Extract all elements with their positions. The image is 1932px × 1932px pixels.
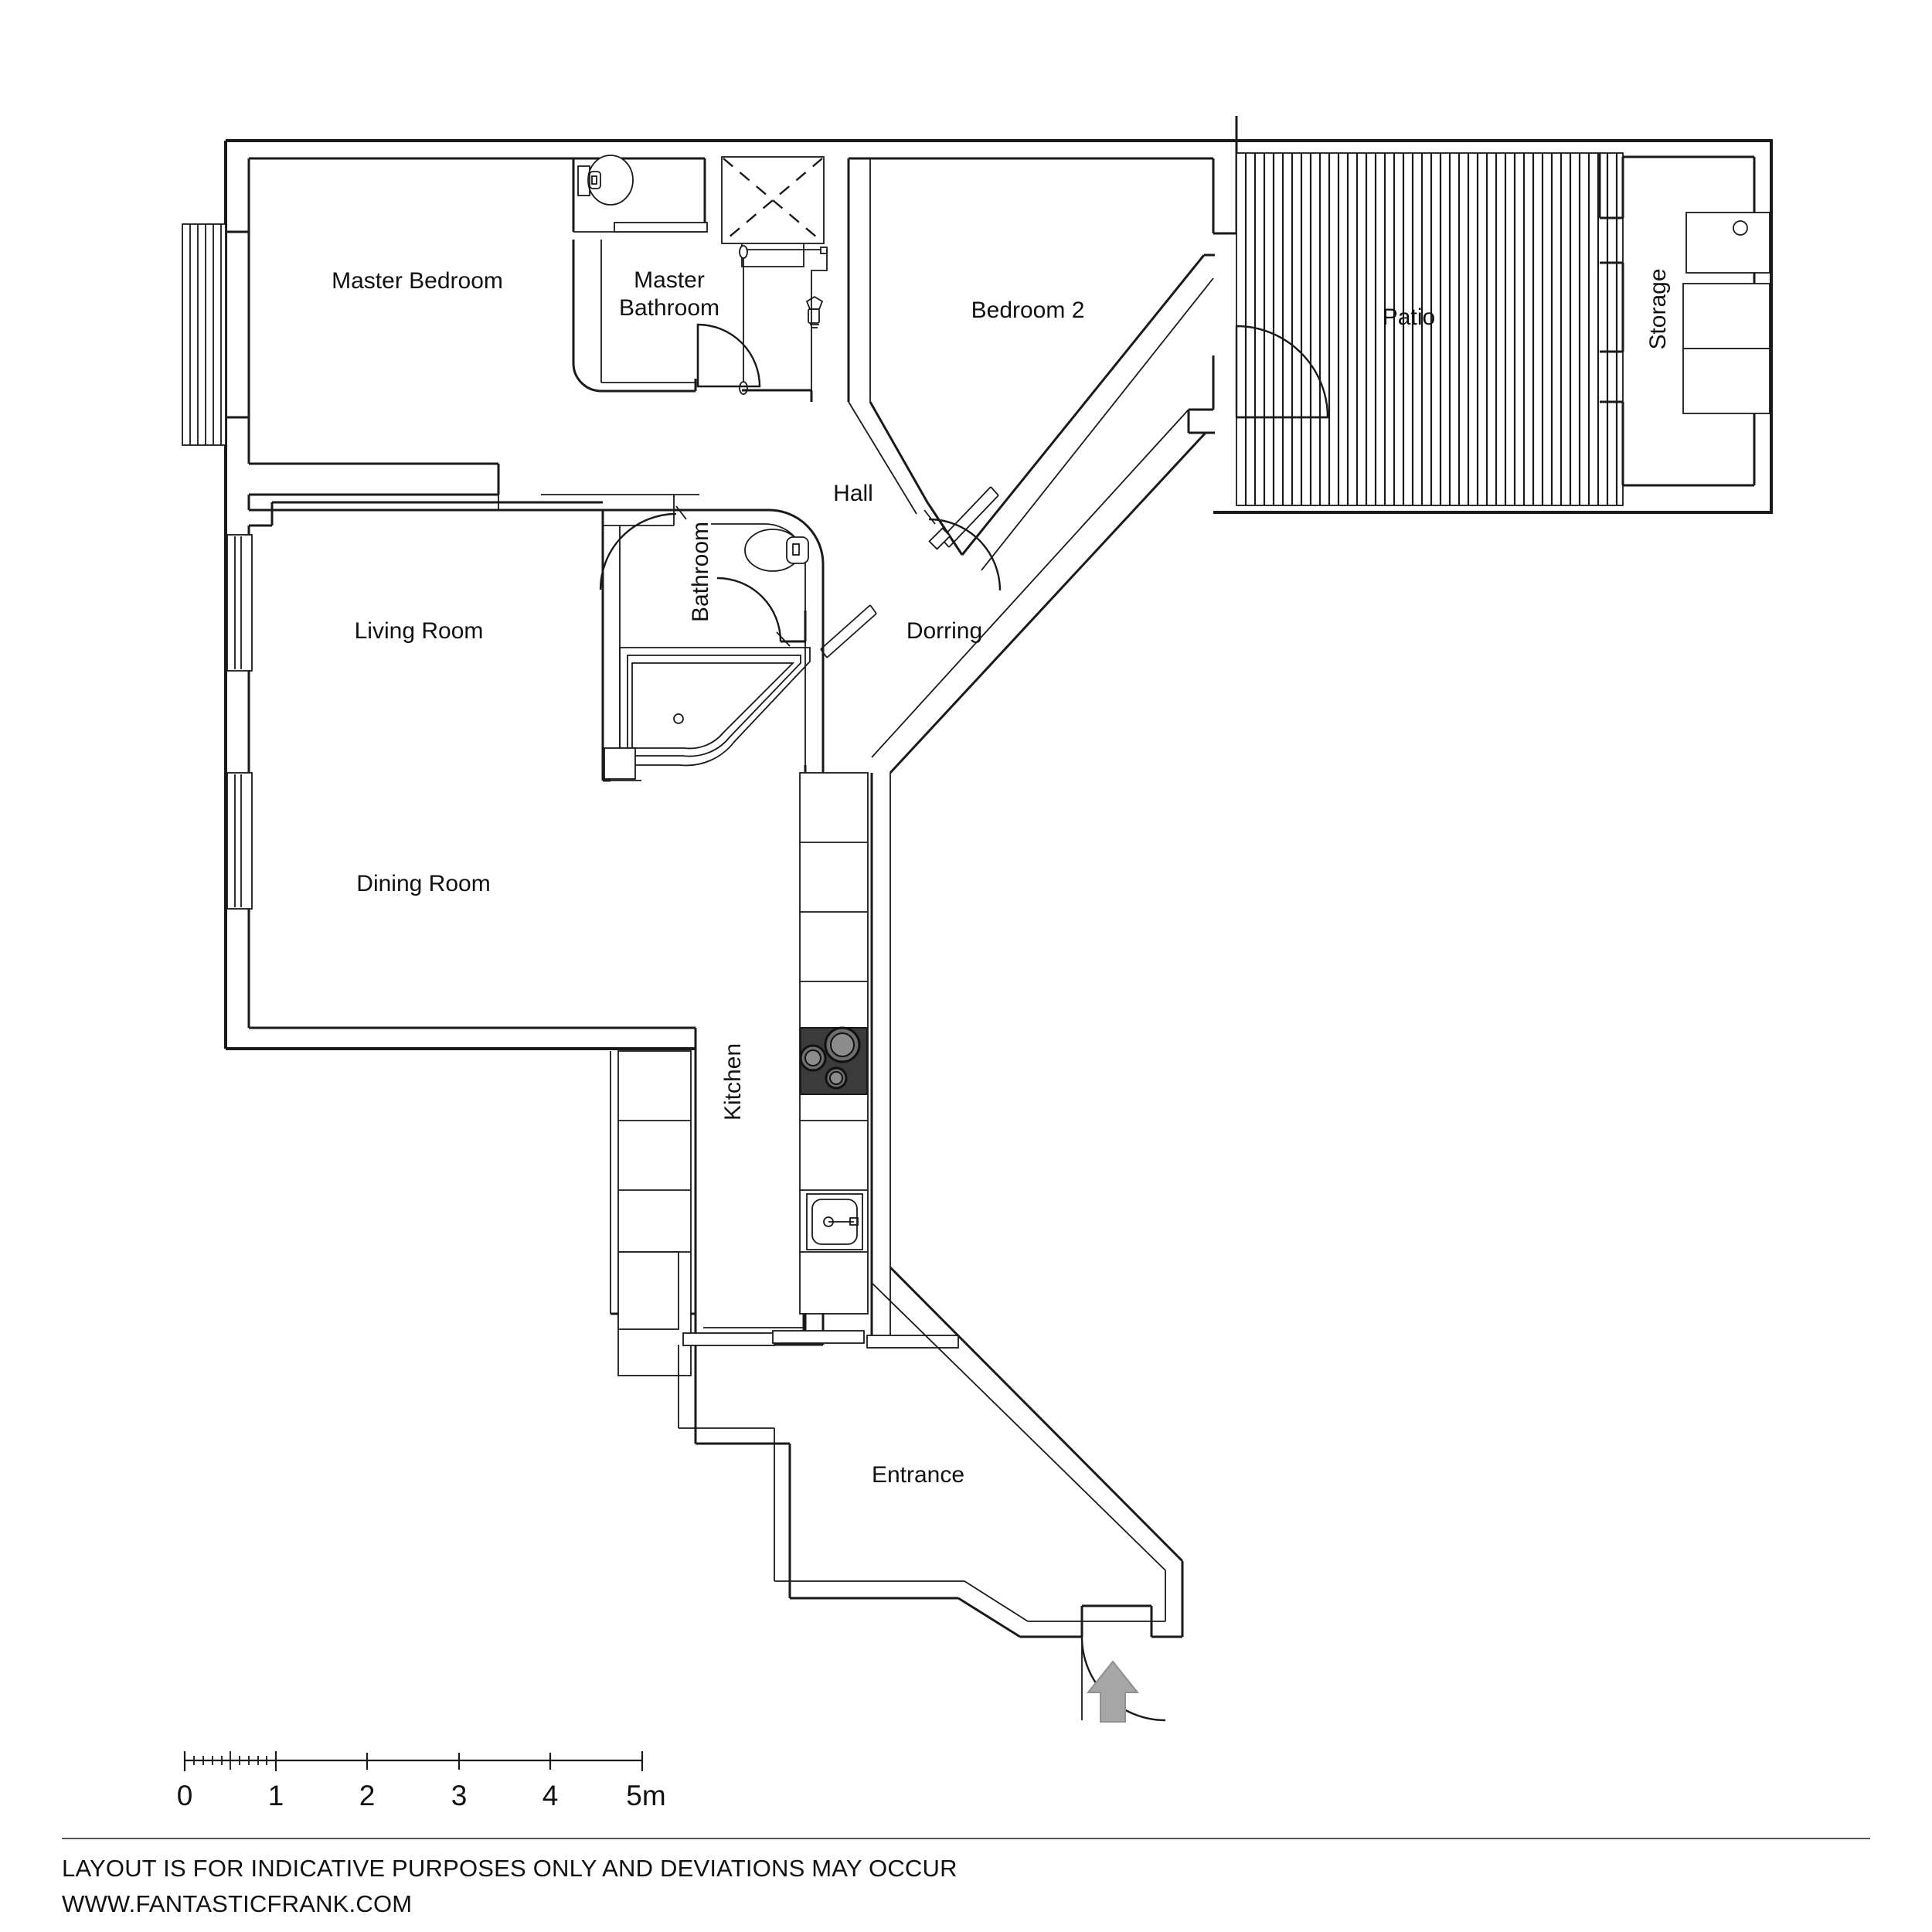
room-labels: Master Bedroom Master Bathroom Bedroom 2…	[332, 267, 1671, 1488]
master-bathroom-walls	[572, 155, 828, 402]
room-label-master-bathroom-line1: Master	[634, 267, 705, 293]
entrance-walls	[678, 1266, 1184, 1723]
appliance-icon-storage	[1685, 212, 1770, 274]
room-label-dining-room: Dining Room	[356, 871, 490, 896]
room-label-entrance: Entrance	[872, 1462, 964, 1488]
room-label-hall: Hall	[833, 481, 873, 506]
footer-url: WWW.FANTASTICFRANK.COM	[62, 1890, 413, 1917]
scale-tick-2: 2	[359, 1780, 376, 1811]
lower-cabinetry	[610, 1028, 959, 1376]
scale-bar: 0 1 2 3 4 5m	[177, 1751, 666, 1811]
room-label-kitchen: Kitchen	[720, 1043, 746, 1121]
scale-tick-0: 0	[177, 1780, 193, 1811]
bedroom2-walls	[847, 116, 1238, 556]
window-dining-room	[226, 772, 253, 910]
room-label-master-bathroom-line2: Bathroom	[619, 295, 719, 321]
room-label-living-room: Living Room	[355, 618, 484, 644]
door-swing-bedroom2	[923, 509, 1002, 591]
bathroom-walls	[601, 495, 811, 782]
shower-tray-icon	[721, 156, 825, 244]
patio-decking	[1235, 152, 1624, 506]
room-label-storage: Storage	[1645, 268, 1671, 349]
dorring-corridor	[820, 253, 1215, 774]
footer-divider	[62, 1838, 1870, 1839]
room-label-dorring: Dorring	[906, 618, 982, 644]
entry-direction-arrow-icon	[1086, 1660, 1140, 1723]
west-balcony-decking	[182, 223, 226, 446]
room-label-bedroom-2: Bedroom 2	[971, 298, 1085, 323]
toilet-icon-main	[744, 529, 809, 572]
kitchen-walls	[696, 611, 891, 1346]
door-leaf-dorring	[928, 486, 999, 550]
window-living-room	[226, 534, 253, 672]
cooktop-icon	[799, 1026, 868, 1095]
living-dining-walls	[226, 501, 696, 1029]
scale-tick-1: 1	[268, 1780, 284, 1811]
scale-tick-5m: 5m	[626, 1780, 665, 1811]
scale-tick-4: 4	[543, 1780, 559, 1811]
faucet-icon	[805, 295, 824, 328]
toilet-icon-master	[577, 155, 634, 206]
kitchen-sink-icon	[806, 1193, 863, 1250]
scale-tick-3: 3	[451, 1780, 468, 1811]
door-leaf-bathroom-corridor	[820, 604, 877, 658]
shelf-unit-storage	[1682, 283, 1770, 414]
footer-disclaimer: LAYOUT IS FOR INDICATIVE PURPOSES ONLY A…	[62, 1855, 957, 1882]
room-label-patio: Patio	[1383, 304, 1435, 330]
room-label-bathroom: Bathroom	[688, 522, 713, 622]
storage-walls	[1598, 153, 1770, 487]
room-label-master-bedroom: Master Bedroom	[332, 268, 503, 294]
bathtub-icon	[619, 647, 811, 767]
